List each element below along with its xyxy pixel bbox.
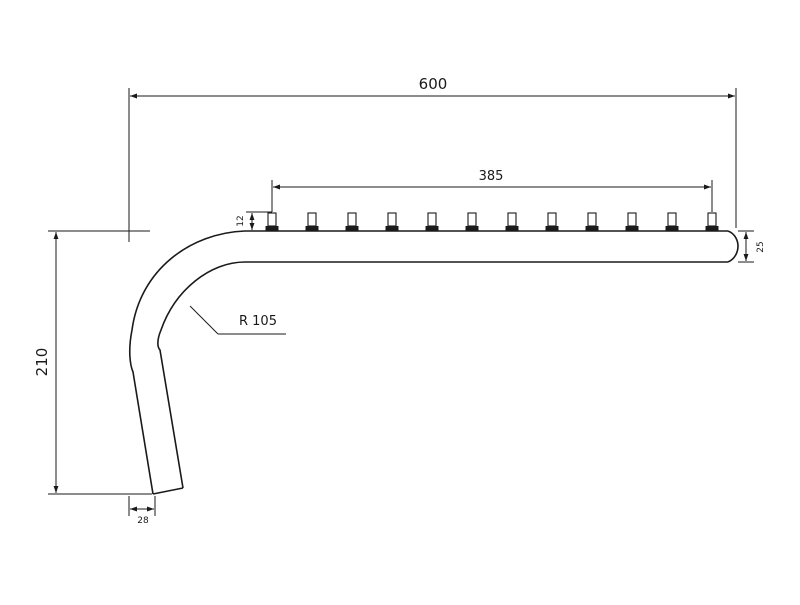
outlet bbox=[265, 212, 279, 231]
dimension-outlet-height: 12 bbox=[236, 211, 272, 230]
pipe-outer-edge bbox=[128, 230, 728, 495]
outlet-body bbox=[707, 212, 717, 227]
outlet-body bbox=[427, 212, 437, 227]
outlet bbox=[465, 212, 479, 231]
outlet-body bbox=[587, 212, 597, 227]
outlet bbox=[585, 212, 599, 231]
outlet-body bbox=[347, 212, 357, 227]
outlet-body bbox=[387, 212, 397, 227]
dimension-end-width: 28 bbox=[128, 496, 156, 526]
outlet bbox=[545, 212, 559, 231]
outlet-body bbox=[467, 212, 477, 227]
outlet-nut bbox=[345, 226, 359, 231]
outlet-body bbox=[667, 212, 677, 227]
outlet-nut bbox=[265, 226, 279, 231]
outlet bbox=[625, 212, 639, 231]
dimension-label-28: 28 bbox=[137, 516, 149, 526]
dimension-height: 210 bbox=[33, 230, 152, 495]
outlet-body bbox=[547, 212, 557, 227]
pipe-body bbox=[128, 230, 739, 495]
outlet bbox=[345, 212, 359, 231]
outlet-nut bbox=[305, 226, 319, 231]
outlet-nut bbox=[385, 226, 399, 231]
outlet bbox=[705, 212, 719, 231]
radius-label: R 105 bbox=[239, 314, 277, 329]
dimension-pipe-diameter: 25 bbox=[738, 230, 766, 263]
radius-leader-diagonal bbox=[189, 305, 219, 335]
outlet bbox=[425, 212, 439, 231]
outlet-body bbox=[627, 212, 637, 227]
outlet-nut bbox=[665, 226, 679, 231]
dimension-overall-length: 600 bbox=[100, 75, 737, 242]
outlet-nut bbox=[465, 226, 479, 231]
outlet-nut bbox=[585, 226, 599, 231]
dimension-outlet-span: 385 bbox=[271, 169, 713, 212]
pipe-inner-edge bbox=[157, 261, 728, 489]
outlet bbox=[305, 212, 319, 231]
pipe-end-cap bbox=[727, 230, 739, 263]
outlet bbox=[665, 212, 679, 231]
dimension-label-210: 210 bbox=[33, 348, 51, 377]
outlet-nut bbox=[545, 226, 559, 231]
outlet-nut bbox=[625, 226, 639, 231]
pipe-bottom-end bbox=[152, 487, 184, 495]
outlet-body bbox=[267, 212, 277, 227]
dimension-label-12: 12 bbox=[236, 215, 246, 226]
outlet bbox=[385, 212, 399, 231]
outlet-group bbox=[265, 212, 719, 231]
outlet-nut bbox=[705, 226, 719, 231]
bend-radius-callout: R 105 bbox=[189, 305, 286, 335]
outlet-body bbox=[307, 212, 317, 227]
outlet-nut bbox=[425, 226, 439, 231]
dimension-label-385: 385 bbox=[479, 169, 504, 184]
outlet bbox=[505, 212, 519, 231]
dimension-label-25: 25 bbox=[756, 241, 766, 252]
outlet-body bbox=[507, 212, 517, 227]
outlet-nut bbox=[505, 226, 519, 231]
dimension-label-600: 600 bbox=[419, 75, 448, 93]
